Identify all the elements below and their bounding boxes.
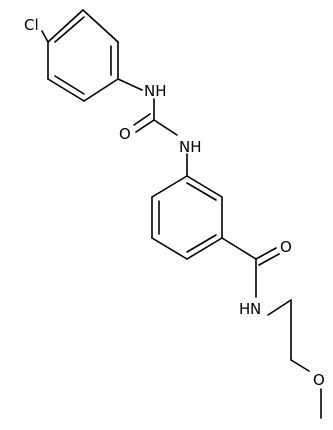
amide-n-label: N: [250, 300, 261, 318]
bond: [82, 9, 119, 43]
amide-h-label: H: [239, 300, 250, 318]
urea-oxygen-label: O: [119, 125, 131, 143]
bond: [258, 253, 280, 266]
bond: [47, 9, 84, 43]
upper-nh-label: NH: [144, 82, 167, 100]
bond: [83, 78, 119, 102]
bond: [135, 119, 155, 133]
bond: [41, 30, 49, 43]
bond: [54, 16, 85, 43]
chlorine-label: Cl: [24, 16, 39, 34]
middle-nh-label: NH: [179, 138, 202, 156]
bond: [186, 237, 223, 260]
bonds: [41, 9, 322, 419]
bond: [54, 75, 85, 95]
bond: [151, 237, 188, 260]
bond: [290, 359, 310, 372]
bond: [153, 119, 178, 136]
bond: [186, 175, 223, 198]
amide-oxygen-label: O: [280, 238, 292, 256]
bond: [133, 113, 151, 126]
bond: [186, 234, 217, 253]
bond: [221, 237, 257, 260]
ether-oxygen-label: O: [313, 371, 325, 389]
bond: [267, 299, 292, 316]
bond: [151, 175, 188, 198]
bond: [117, 78, 143, 91]
atom-labels: Cl NH O NH O N H O: [24, 16, 325, 389]
bond: [255, 247, 277, 260]
bond: [186, 182, 217, 201]
bond: [47, 78, 85, 102]
